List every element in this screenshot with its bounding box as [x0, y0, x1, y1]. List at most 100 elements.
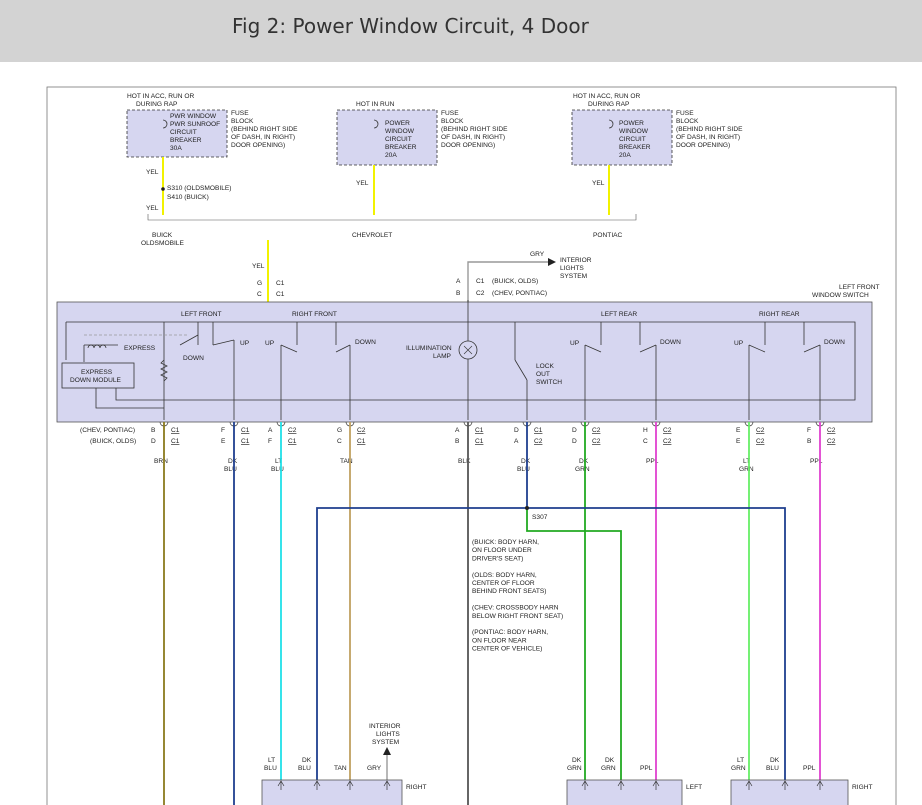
pin-a-top: A	[456, 278, 461, 285]
fuse2-side3: (BEHIND RIGHT SIDE	[441, 126, 508, 133]
connector-arrow-8	[781, 780, 789, 790]
pin-r1-3: G	[337, 427, 342, 434]
wire-dk-grn-s307	[526, 508, 622, 780]
fuse2-side2: BLOCK	[441, 118, 464, 125]
wire-label-yel-main: YEL	[252, 263, 265, 270]
bw-ppl-a: PPL	[640, 765, 653, 772]
pin-c2-8: C2	[756, 438, 765, 445]
fuse1-text1: PWR WINDOW	[170, 113, 217, 120]
s307-note-2: DRIVER'S SEAT)	[472, 555, 523, 562]
switch-rr-down: DOWN	[824, 339, 845, 346]
pin-b-top: B	[456, 290, 461, 297]
bw-tan: TAN	[334, 765, 347, 772]
brand-buick: BUICK	[152, 232, 173, 239]
pin-wire-2-1: BLU	[271, 466, 284, 473]
interior-lights-top-3: SYSTEM	[560, 273, 587, 280]
wire-label-yel-1a: YEL	[146, 169, 159, 176]
fuse1-text4: BREAKER	[170, 137, 202, 144]
fuse3-side4: OF DASH, IN RIGHT)	[676, 134, 740, 141]
fuse1-text2: PWR SUNROOF	[170, 121, 220, 128]
fuse3-text3: CIRCUIT	[619, 136, 646, 143]
pin-c2-3: C1	[357, 438, 366, 445]
brand-pontiac: PONTIAC	[593, 232, 623, 239]
s307-note-1: ON FLOOR UNDER	[472, 547, 532, 554]
pin-note-buick-olds-top: (BUICK, OLDS)	[492, 278, 538, 285]
pin-wire-1-1: BLU	[224, 466, 237, 473]
pin-wire-5-0: DK	[521, 458, 531, 465]
s307-note-0: (BUICK: BODY HARN,	[472, 539, 539, 546]
pin-c2-2: C1	[288, 438, 297, 445]
fuse2-text2: WINDOW	[385, 128, 415, 135]
pin-wire-6-0: DK	[579, 458, 589, 465]
fuse3-hot-line2: DURING RAP	[588, 101, 630, 108]
bw-dk-grn-a1: DK	[572, 757, 582, 764]
connector-arrow-0	[277, 780, 285, 790]
switch-rf-up: UP	[265, 340, 275, 347]
pin-c2-6: C2	[592, 438, 601, 445]
pin-wire-7-0: PPL	[646, 458, 659, 465]
fuse2-text5: 20A	[385, 152, 397, 159]
pin-r2-1: E	[221, 438, 226, 445]
illumination-lamp-cross	[463, 345, 473, 355]
splice-s410-label: S410 (BUICK)	[167, 194, 209, 201]
diagram-frame	[46, 86, 897, 805]
illum-label-1: ILLUMINATION	[406, 345, 452, 352]
switch-title-1: LEFT FRONT	[839, 284, 880, 291]
pin-c2-9: C2	[827, 438, 836, 445]
fuse2-side5: DOOR OPENING)	[441, 142, 495, 149]
illum-label-2: LAMP	[433, 353, 452, 360]
fuse2-side1: FUSE	[441, 110, 459, 117]
bw-ppl-b: PPL	[803, 765, 816, 772]
pin-r1-6: D	[572, 427, 577, 434]
bw-lt-blu-2: BLU	[264, 765, 277, 772]
pin-c1-4: C1	[475, 427, 484, 434]
bw-dk-grn-a2: GRN	[567, 765, 582, 772]
fuse1-breaker-icon	[162, 119, 168, 129]
pin-c1-5: C1	[534, 427, 543, 434]
right-rear-switch-box	[261, 779, 403, 805]
pin-c1-9: C2	[827, 427, 836, 434]
bw-dk-blu-b1: DK	[770, 757, 780, 764]
interior-lights-bottom-2: LIGHTS	[376, 731, 400, 738]
s307-note-13: CENTER OF VEHICLE)	[472, 646, 542, 653]
fuse1-text5: 30A	[170, 145, 182, 152]
fuse3-side3: (BEHIND RIGHT SIDE	[676, 126, 743, 133]
pin-c1-0: C1	[171, 427, 180, 434]
pin-r2-5: A	[514, 438, 519, 445]
splice-s310-label: S310 (OLDSMOBILE)	[167, 185, 232, 192]
pin-c2-4: C1	[475, 438, 484, 445]
fuse3-hot-line1: HOT IN ACC, RUN OR	[573, 93, 641, 100]
s307-note-11: (PONTIAC: BODY HARN,	[472, 629, 548, 636]
s307-note-6: BEHIND FRONT SEATS)	[472, 588, 547, 595]
fuse3-side5: DOOR OPENING)	[676, 142, 730, 149]
header-bar: Fig 2: Power Window Circuit, 4 Door	[0, 0, 922, 62]
pin-r1-7: H	[643, 427, 648, 434]
row-note-chev-pontiac: (CHEV, PONTIAC)	[80, 427, 135, 434]
wire-label-yel-1b: YEL	[146, 205, 159, 212]
fuse3-box	[571, 109, 673, 166]
pin-note-chev-pontiac-top: (CHEV, PONTIAC)	[492, 290, 547, 297]
pin-r2-6: D	[572, 438, 577, 445]
fuse1-text3: CIRCUIT	[170, 129, 197, 136]
pin-r2-8: E	[736, 438, 741, 445]
connector-arrow-3	[383, 780, 391, 790]
interior-lights-bottom-1: INTERIOR	[369, 723, 401, 730]
pin-c1-3: C2	[357, 427, 366, 434]
interior-lights-top-2: LIGHTS	[560, 265, 584, 272]
interior-lights-arrow-top	[548, 258, 556, 266]
connector-arrow-6	[652, 780, 660, 790]
pin-wire-2-0: LT	[275, 458, 282, 465]
bw-gry: GRY	[367, 765, 382, 772]
pin-r2-3: C	[337, 438, 342, 445]
wire-gry-top	[467, 261, 548, 304]
pin-c1-2: C2	[288, 427, 297, 434]
pin-wire-5-1: BLU	[517, 466, 530, 473]
wire-label-yel-2: YEL	[356, 180, 369, 187]
fuse1-box	[126, 109, 228, 158]
fuse2-box	[336, 109, 438, 166]
lockout-label-1: LOCK	[536, 363, 555, 370]
pin-r1-2: A	[268, 427, 273, 434]
pin-c1-top-b: C1	[276, 291, 285, 298]
s307-note-12: ON FLOOR NEAR	[472, 637, 527, 644]
fuse3-side2: BLOCK	[676, 118, 699, 125]
